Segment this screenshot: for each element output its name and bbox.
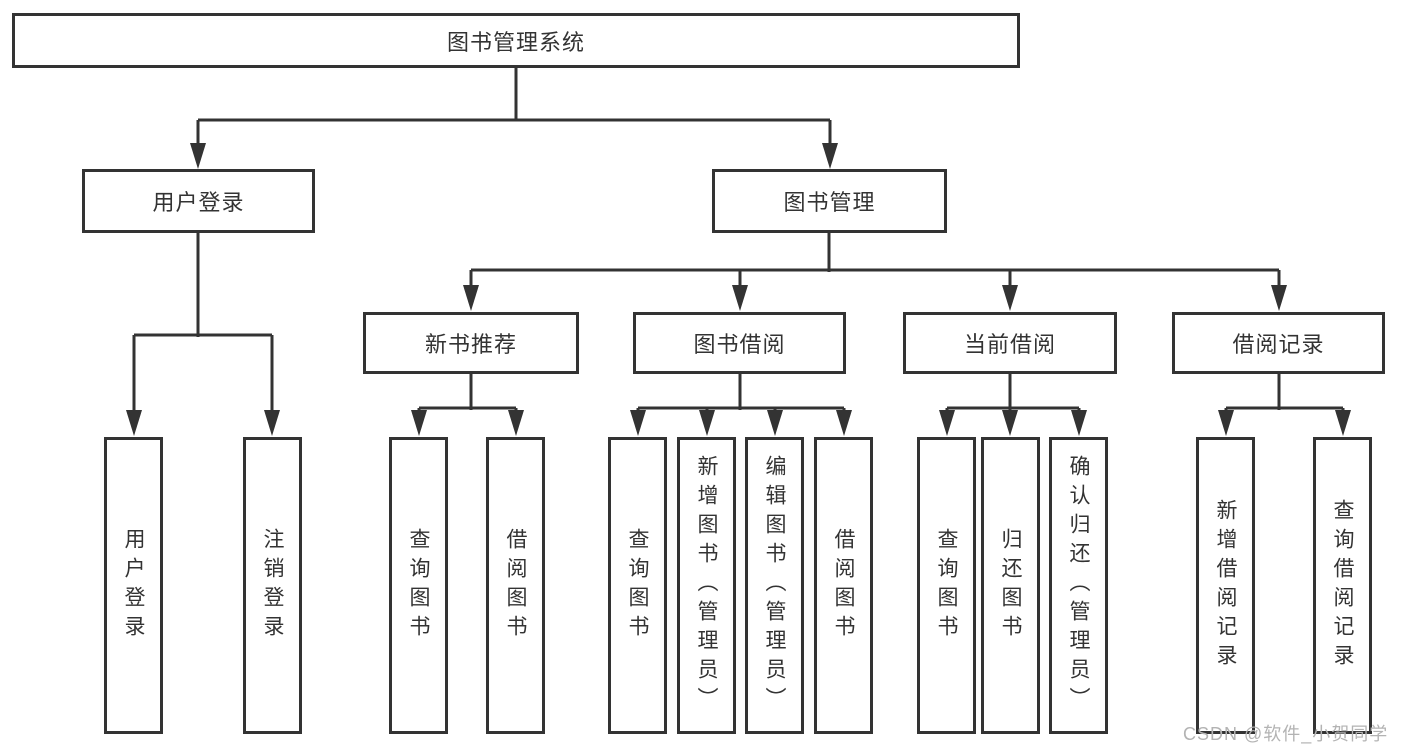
leaf-current-return-books: 归还图书 [981, 437, 1040, 734]
node-borrow-records: 借阅记录 [1172, 312, 1385, 374]
leaf-records-query-record: 查询借阅记录 [1313, 437, 1372, 734]
leaf-current-confirm-return-admin: 确认归还（管理员） [1049, 437, 1108, 734]
leaf-recommend-query-books: 查询图书 [389, 437, 448, 734]
node-current-borrowing: 当前借阅 [903, 312, 1117, 374]
leaf-logout: 注销登录 [243, 437, 302, 734]
node-root-library-system: 图书管理系统 [12, 13, 1020, 68]
leaf-borrowing-borrow-books: 借阅图书 [814, 437, 873, 734]
leaf-recommend-borrow-books: 借阅图书 [486, 437, 545, 734]
leaf-current-query-books: 查询图书 [917, 437, 976, 734]
leaf-borrowing-edit-books-admin: 编辑图书（管理员） [745, 437, 804, 734]
node-user-login: 用户登录 [82, 169, 315, 233]
leaf-user-login: 用户登录 [104, 437, 163, 734]
node-new-book-recommend: 新书推荐 [363, 312, 579, 374]
leaf-borrowing-add-books-admin: 新增图书（管理员） [677, 437, 736, 734]
csdn-watermark: CSDN @软件_小贺同学 [1183, 724, 1389, 744]
node-book-borrowing: 图书借阅 [633, 312, 846, 374]
leaf-records-add-record: 新增借阅记录 [1196, 437, 1255, 734]
node-book-management: 图书管理 [712, 169, 947, 233]
leaf-borrowing-query-books: 查询图书 [608, 437, 667, 734]
